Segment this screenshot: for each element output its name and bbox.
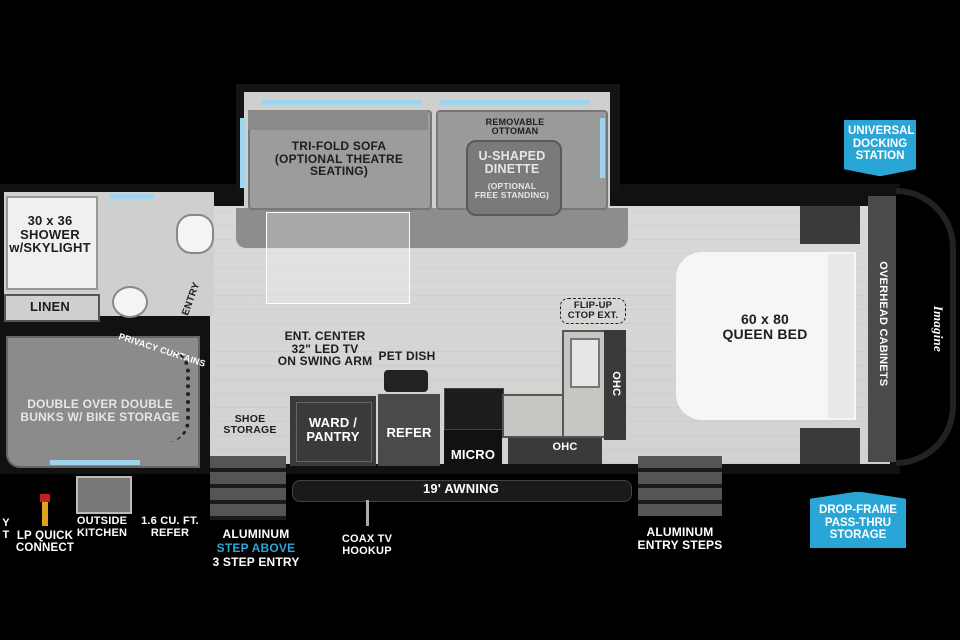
ohc-lower-box xyxy=(508,438,602,464)
ward-pantry-inner xyxy=(296,402,372,462)
overhead-cabinets xyxy=(868,196,896,462)
micro xyxy=(444,430,502,466)
coax-label: COAX TV HOOKUP xyxy=(341,533,393,557)
outside-kitchen xyxy=(76,476,132,514)
lp-quick-label: LP QUICK CONNECT xyxy=(15,530,75,555)
window xyxy=(440,100,590,105)
ohc-side-label: OHC xyxy=(609,371,622,397)
linen-label: LINEN xyxy=(30,299,70,314)
window xyxy=(600,118,605,178)
shower xyxy=(6,196,98,290)
ward-pantry-label: WARD / PANTRY xyxy=(306,415,360,444)
linen xyxy=(4,294,100,322)
kitchen-sink xyxy=(570,338,600,388)
sink xyxy=(176,214,214,254)
flip-up-label: FLIP-UP CTOP EXT. xyxy=(560,298,626,324)
lp-connector xyxy=(42,500,48,526)
overhead-cabinets-label: OVERHEAD CABINETS xyxy=(876,261,889,387)
ward-pantry xyxy=(290,396,376,466)
slide-counter xyxy=(236,208,628,248)
dinette-note: (OPTIONAL FREE STANDING) xyxy=(474,181,550,200)
micro-label: MICRO xyxy=(450,447,496,462)
bed xyxy=(676,252,856,420)
refer-label: REFER xyxy=(386,425,432,440)
ent-center-label: ENT. CENTER 32" LED TV ON SWING ARM xyxy=(277,329,373,369)
pillow xyxy=(828,254,854,418)
outside-kitchen-label: OUTSIDE KITCHEN xyxy=(76,515,128,539)
window xyxy=(240,118,245,188)
awning xyxy=(292,480,632,502)
nightstand xyxy=(800,428,860,464)
docking-station-callout: UNIVERSAL DOCKING STATION xyxy=(844,120,916,176)
left-cut-label: Y T xyxy=(2,517,10,541)
pass-thru-storage-callout: DROP-FRAME PASS-THRU STORAGE xyxy=(810,492,906,548)
curtain xyxy=(168,350,190,442)
bed-label: 60 x 80 QUEEN BED xyxy=(722,311,808,342)
entry-steps xyxy=(638,456,722,516)
three-step-entry-label: 3 STEP ENTRY xyxy=(212,555,300,569)
shower-label: 30 x 36 SHOWER w/SKYLIGHT xyxy=(9,213,91,256)
ohc-lower-label: OHC xyxy=(552,441,578,453)
ottoman-label: REMOVABLE OTTOMAN xyxy=(485,117,545,137)
shoe-storage-label: SHOE STORAGE xyxy=(223,413,277,437)
ohc-side-box xyxy=(604,330,626,440)
brand-logo: Imagine xyxy=(930,305,946,352)
lp-connector-tip xyxy=(40,494,50,502)
aluminum-label: ALUMINUM xyxy=(222,527,290,541)
window xyxy=(110,194,154,199)
refer xyxy=(378,394,440,466)
front-cap xyxy=(896,188,956,466)
coax-pin xyxy=(366,500,369,526)
dinette-label: U-SHAPED DINETTE xyxy=(478,149,546,177)
outside-refer-label: 1.6 CU. FT. REFER xyxy=(141,515,199,539)
ottoman xyxy=(466,140,562,216)
toilet xyxy=(112,286,148,318)
sofa-back xyxy=(248,110,428,130)
nightstand xyxy=(800,206,860,244)
sofa-bed-outline xyxy=(266,212,410,304)
window xyxy=(262,100,422,105)
sofa-label: TRI-FOLD SOFA (OPTIONAL THEATRE SEATING) xyxy=(274,139,404,179)
pet-dish-label: PET DISH xyxy=(378,349,436,363)
step-above xyxy=(210,456,286,520)
awning-label: 19' AWNING xyxy=(422,481,500,496)
entry-steps-label: ALUMINUM ENTRY STEPS xyxy=(637,525,723,552)
window xyxy=(50,460,140,465)
range xyxy=(444,388,504,430)
step-above-label: STEP ABOVE xyxy=(216,541,296,555)
pet-dish xyxy=(384,370,428,392)
bunks-label: DOUBLE OVER DOUBLE BUNKS W/ BIKE STORAGE xyxy=(20,397,180,424)
